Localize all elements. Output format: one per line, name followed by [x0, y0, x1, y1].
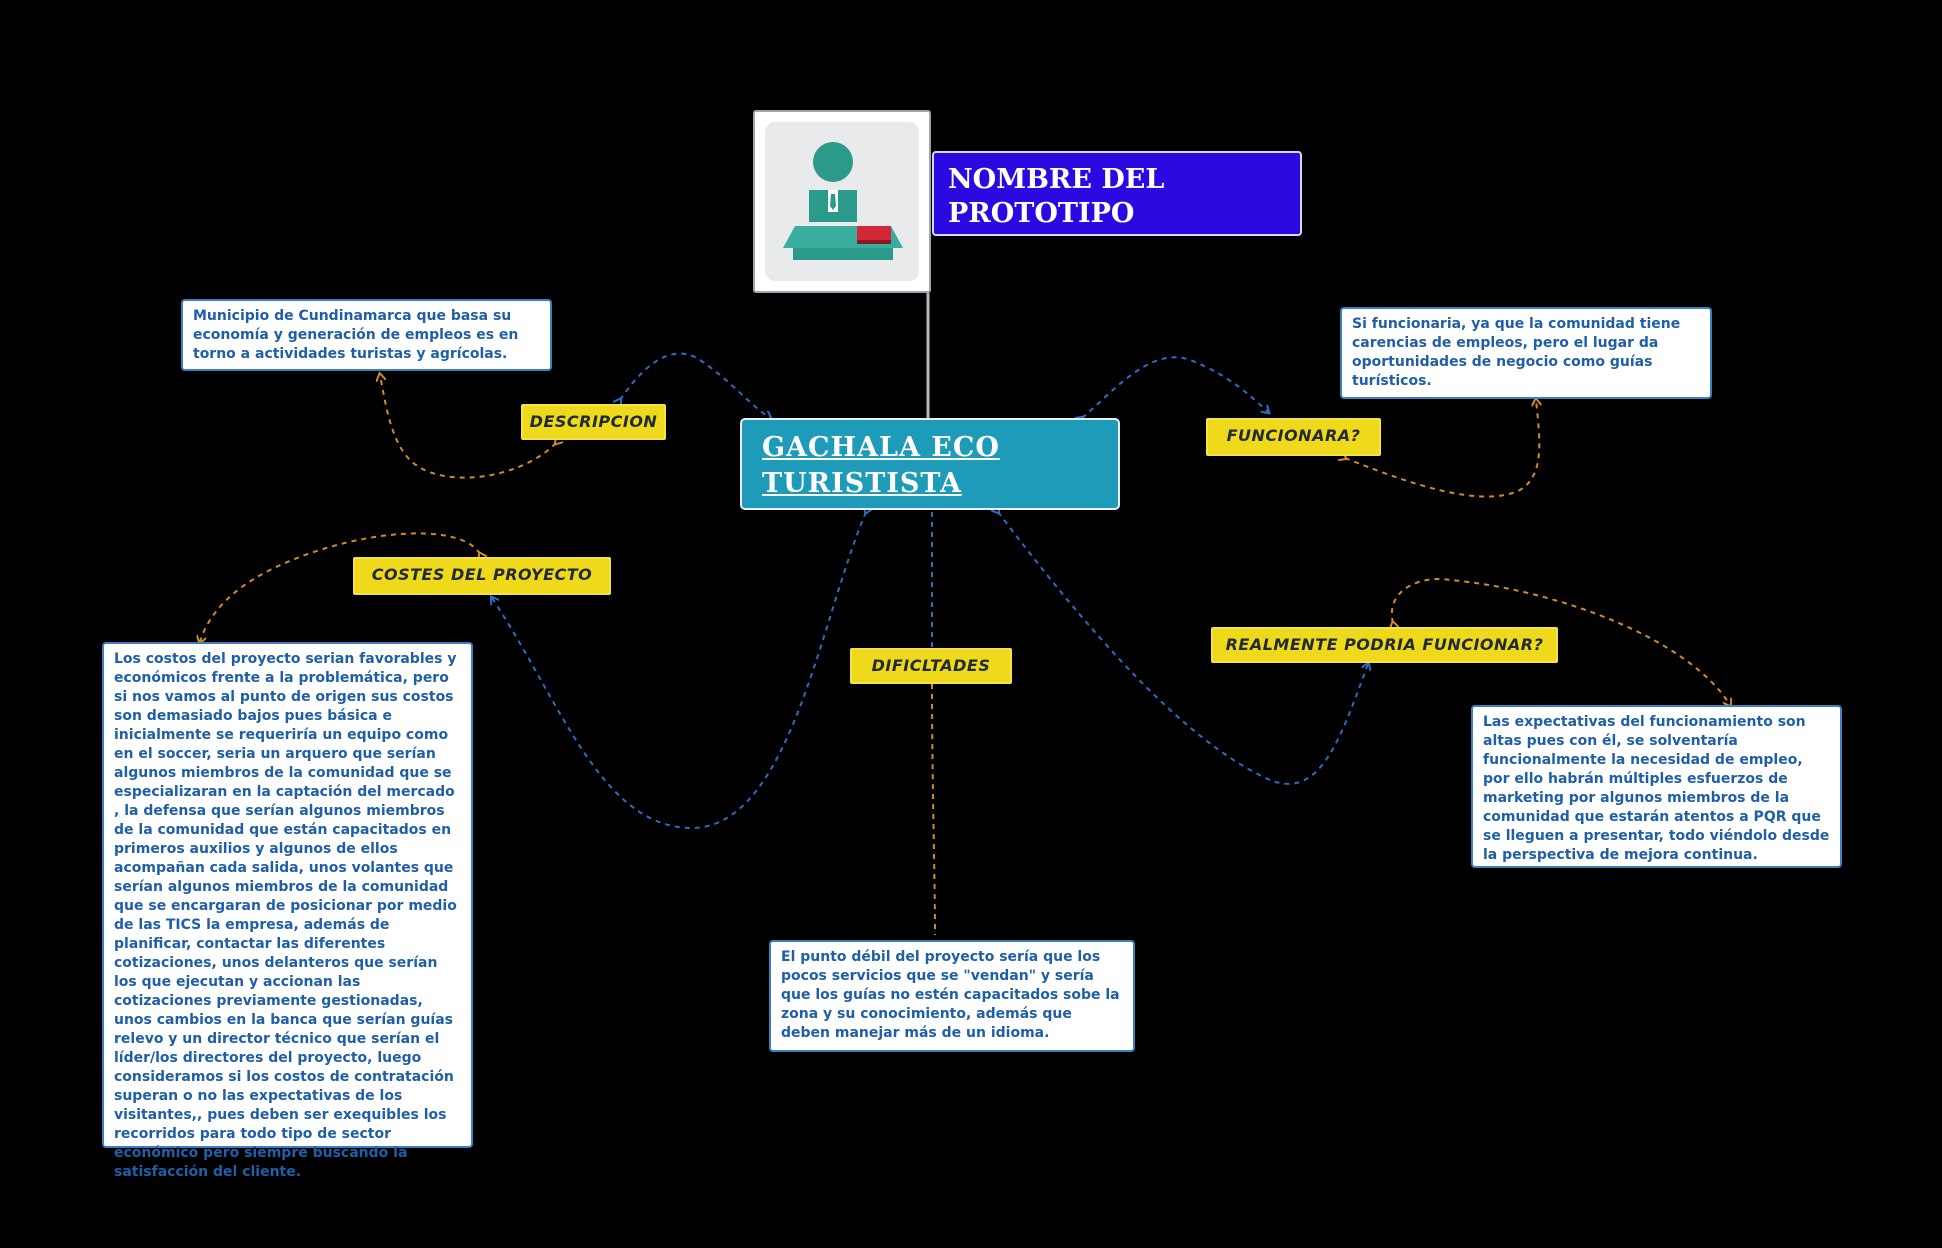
prototype-title: NOMBRE DEL PROTOTIPO: [948, 164, 1165, 229]
topic-descripcion-label: DESCRIPCION: [529, 412, 658, 431]
topic-funcionara-label: FUNCIONARA?: [1226, 426, 1361, 445]
note-funcionara-text: Si funcionaria, ya que la comunidad tien…: [1352, 316, 1681, 389]
topic-funcionara[interactable]: FUNCIONARA?: [1206, 418, 1381, 456]
topic-costes[interactable]: COSTES DEL PROYECTO: [353, 557, 611, 595]
central-topic-label: GACHALA ECO TURISTISTA: [762, 432, 1000, 499]
topic-dificultades-label: DIFICLTADES: [871, 656, 991, 675]
note-descripcion-text: Municipio de Cundinamarca que basa su ec…: [193, 308, 519, 362]
note-costes-text: Los costos del proyecto serian favorable…: [114, 651, 457, 1180]
note-dificultades-text: El punto débil del proyecto sería que lo…: [781, 949, 1120, 1041]
topic-realmente-label: REALMENTE PODRIA FUNCIONAR?: [1225, 635, 1544, 654]
topic-costes-label: COSTES DEL PROYECTO: [371, 565, 593, 584]
note-realmente: Las expectativas del funcionamiento son …: [1471, 705, 1842, 868]
note-dificultades: El punto débil del proyecto sería que lo…: [769, 940, 1135, 1052]
note-costes: Los costos del proyecto serian favorable…: [102, 642, 473, 1180]
note-realmente-text: Las expectativas del funcionamiento son …: [1483, 714, 1830, 863]
prototype-title-box[interactable]: NOMBRE DEL PROTOTIPO: [932, 151, 1302, 236]
note-funcionara: Si funcionaria, ya que la comunidad tien…: [1340, 307, 1712, 399]
prototype-image-card: [753, 110, 931, 293]
note-descripcion: Municipio de Cundinamarca que basa su ec…: [181, 299, 552, 371]
central-topic[interactable]: GACHALA ECO TURISTISTA: [740, 418, 1120, 510]
topic-realmente-funcionar[interactable]: REALMENTE PODRIA FUNCIONAR?: [1211, 627, 1558, 663]
person-at-desk-icon: [765, 122, 919, 281]
topic-descripcion[interactable]: DESCRIPCION: [521, 404, 666, 440]
topic-dificultades[interactable]: DIFICLTADES: [850, 648, 1012, 684]
